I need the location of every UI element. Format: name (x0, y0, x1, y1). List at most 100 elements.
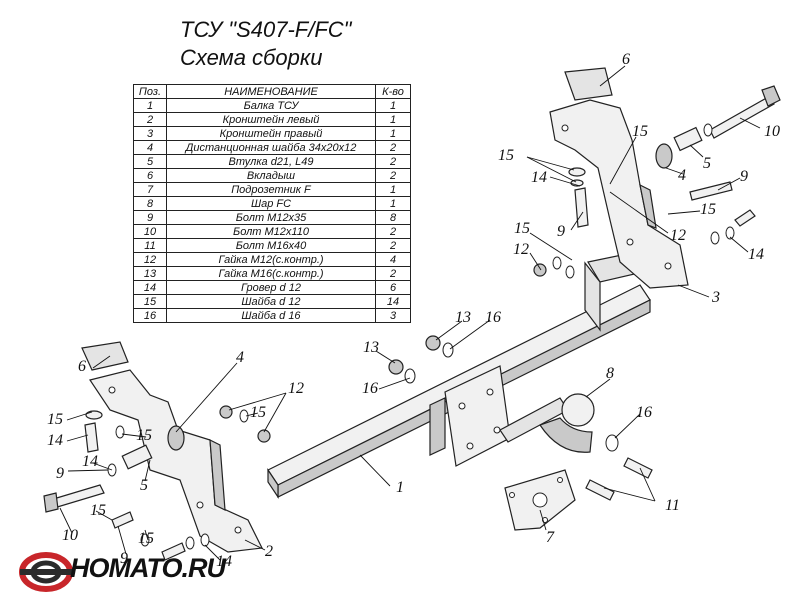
callout-label: 13 (455, 309, 471, 326)
callout-label: 3 (711, 289, 720, 306)
bolts (43, 85, 781, 561)
callout-label: 12 (288, 380, 304, 397)
diagram-subtitle: Схема сборки (180, 45, 323, 70)
row-quantity: 1 (375, 98, 411, 113)
callout-label: 14 (531, 169, 547, 186)
row-position: 10 (133, 224, 167, 239)
row-position: 3 (133, 126, 167, 141)
row-quantity: 1 (375, 182, 411, 197)
row-position: 15 (133, 294, 167, 309)
row-name: Шайба d 16 (166, 308, 376, 323)
callout-label: 9 (740, 168, 748, 185)
row-quantity: 1 (375, 126, 411, 141)
row-name: Кронштейн левый (166, 112, 376, 127)
logo (19, 552, 73, 592)
callout-label: 10 (62, 527, 78, 544)
row-position: 9 (133, 210, 167, 225)
row-name: Гровер d 12 (166, 280, 376, 295)
callout-label: 14 (216, 553, 232, 570)
tow-ball (499, 393, 595, 453)
row-name: Шайба d 12 (166, 294, 376, 309)
row-position: 5 (133, 154, 167, 169)
row-quantity: 1 (375, 112, 411, 127)
callout-label: 9 (557, 223, 565, 240)
row-name: Гайка М16(с.контр.) (166, 266, 376, 281)
row-quantity: 2 (375, 140, 411, 155)
callout-label: 7 (546, 529, 555, 546)
callout-label: 15 (498, 147, 514, 164)
row-name: Болт М16x40 (166, 238, 376, 253)
parts-table-header-row: Поз. НАИМЕНОВАНИЕ К-во (133, 84, 411, 99)
callout-label: 11 (665, 497, 680, 514)
callout-label: 5 (140, 477, 148, 494)
hitch-plate (429, 365, 511, 467)
callout-label: 2 (265, 543, 273, 560)
row-position: 7 (133, 182, 167, 197)
callout-label: 14 (47, 432, 63, 449)
callout-label: 14 (82, 453, 98, 470)
nuts-and-washers (85, 123, 735, 550)
col-header-position: Поз. (133, 84, 167, 99)
callout-label: 12 (670, 227, 686, 244)
logo-bar (20, 569, 72, 575)
callout-label: 1 (396, 479, 404, 496)
callout-label: 15 (136, 427, 152, 444)
callout-label: 13 (363, 339, 379, 356)
row-quantity: 8 (375, 210, 411, 225)
callout-label: 16 (485, 309, 501, 326)
callout-label: 4 (236, 349, 244, 366)
callout-label: 6 (622, 51, 630, 68)
socket-plate (504, 469, 576, 531)
callout-label: 8 (606, 365, 614, 382)
callout-label: 6 (78, 358, 86, 375)
row-quantity: 1 (375, 196, 411, 211)
row-quantity: 2 (375, 154, 411, 169)
row-position: 2 (133, 112, 167, 127)
row-position: 1 (133, 98, 167, 113)
row-position: 6 (133, 168, 167, 183)
callout-label: 14 (748, 246, 764, 263)
row-name: Болт М12x110 (166, 224, 376, 239)
right-bracket (549, 67, 689, 289)
row-quantity: 2 (375, 266, 411, 281)
row-quantity: 4 (375, 252, 411, 267)
col-header-name: НАИМЕНОВАНИЕ (166, 84, 376, 99)
left-bracket (81, 341, 263, 553)
row-position: 8 (133, 196, 167, 211)
callout-label: 15 (250, 404, 266, 421)
row-position: 16 (133, 308, 167, 323)
callout-label: 15 (138, 530, 154, 547)
row-position: 11 (133, 238, 167, 253)
row-quantity: 2 (375, 224, 411, 239)
row-name: Дистанционная шайба 34x20x12 (166, 140, 376, 155)
diagram-title: ТСУ "S407-F/FC" (180, 17, 352, 42)
row-quantity: 3 (375, 308, 411, 323)
row-name: Болт М12x35 (166, 210, 376, 225)
row-position: 14 (133, 280, 167, 295)
callout-label: 15 (90, 502, 106, 519)
logo-text: HOMATO.RU (70, 553, 226, 583)
callout-label: 15 (632, 123, 648, 140)
callout-label: 12 (513, 241, 529, 258)
row-name: Подрозетник F (166, 182, 376, 197)
col-header-quantity: К-во (375, 84, 411, 99)
callout-label: 15 (514, 220, 530, 237)
row-quantity: 2 (375, 168, 411, 183)
